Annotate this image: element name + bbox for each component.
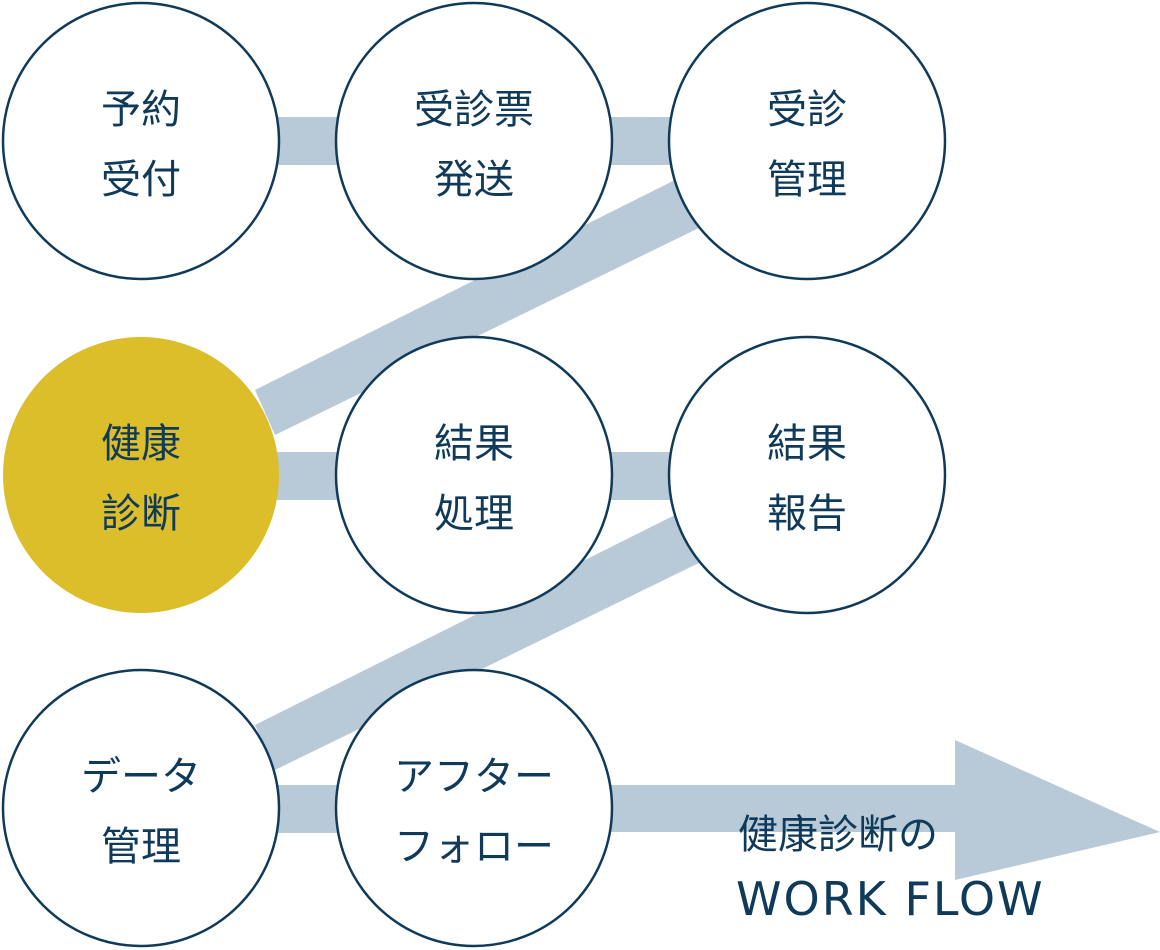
step-label-line: フォロー bbox=[394, 824, 554, 870]
connector-row2-b bbox=[600, 452, 680, 500]
step-label-line: 診断 bbox=[101, 491, 181, 537]
step-circle bbox=[334, 335, 614, 615]
step-circle bbox=[667, 1, 947, 281]
workflow-caption: 健康診断の WORK FLOW bbox=[736, 812, 1045, 926]
step-label-line: 管理 bbox=[101, 824, 181, 870]
step-label-line: アフター bbox=[394, 754, 554, 800]
step-circle bbox=[1, 668, 281, 948]
step-circle bbox=[334, 668, 614, 948]
step-circle bbox=[334, 1, 614, 281]
step-label-line: 受付 bbox=[101, 157, 181, 203]
workflow-arrow bbox=[600, 740, 1160, 880]
step-label-line: 処理 bbox=[434, 491, 514, 537]
caption-japanese: 健康診断の bbox=[738, 812, 938, 858]
step-circle bbox=[3, 337, 279, 613]
caption-english: WORK FLOW bbox=[736, 872, 1045, 926]
step-label-line: 受診 bbox=[767, 87, 847, 133]
step-circle bbox=[1, 1, 281, 281]
flow-connectors bbox=[255, 117, 1160, 880]
step-label-line: 結果 bbox=[767, 421, 847, 467]
step-health-checkup: 健康診断 bbox=[3, 337, 279, 613]
step-label-line: 管理 bbox=[767, 157, 847, 203]
step-label-line: 結果 bbox=[434, 421, 514, 467]
step-label-line: 報告 bbox=[767, 491, 847, 537]
connector-diagonal-upper bbox=[255, 180, 705, 435]
step-label-line: 受診票 bbox=[414, 87, 534, 133]
step-label-line: 健康 bbox=[101, 421, 181, 467]
step-circle bbox=[667, 335, 947, 615]
connector-row1-b bbox=[600, 117, 680, 165]
step-label-line: データ bbox=[81, 754, 201, 800]
connector-diagonal-lower bbox=[255, 515, 705, 770]
step-label-line: 予約 bbox=[101, 87, 181, 133]
step-label-line: 発送 bbox=[434, 157, 514, 203]
